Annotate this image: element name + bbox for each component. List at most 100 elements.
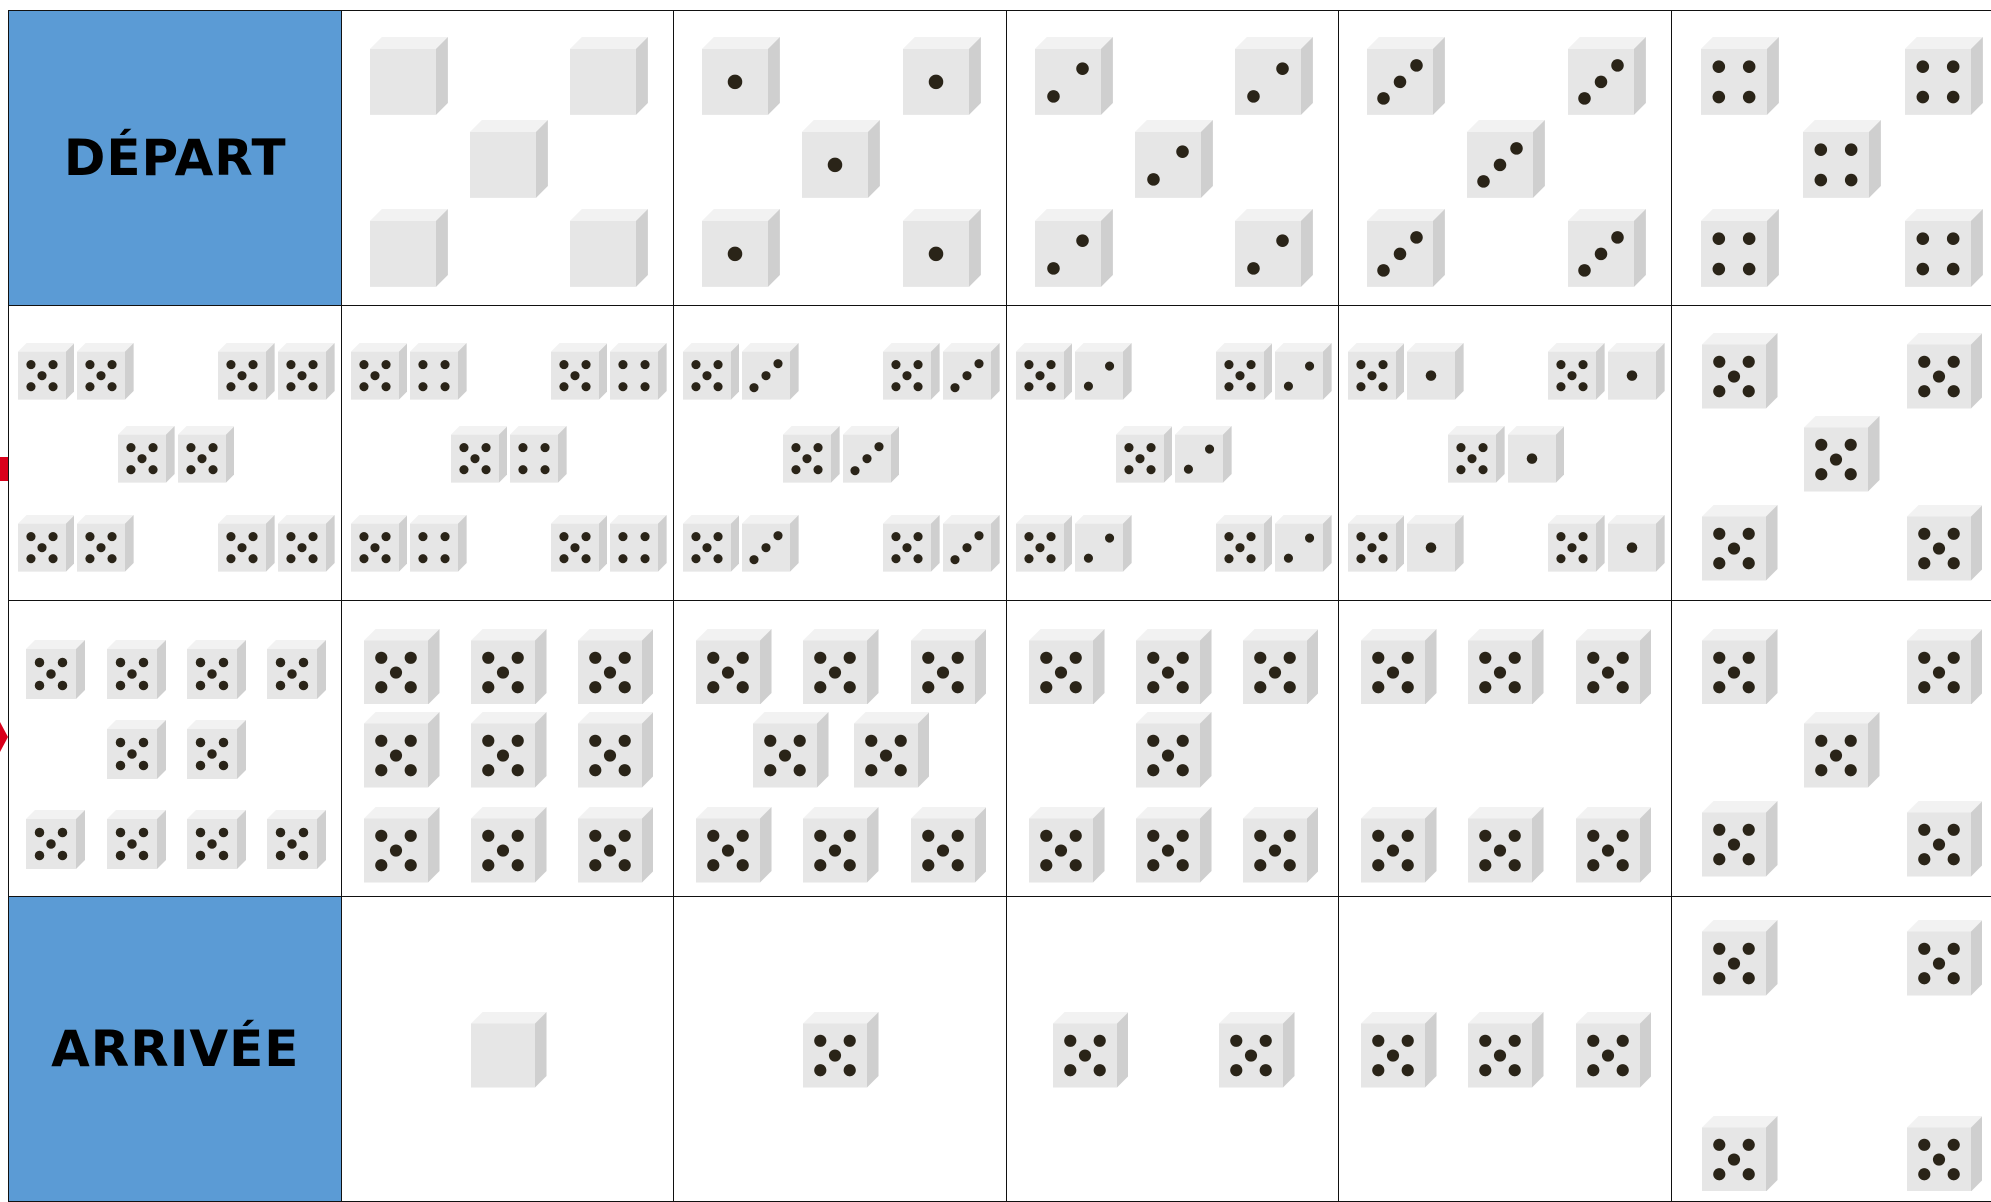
die-pip: [1594, 248, 1607, 261]
die-pip: [1743, 681, 1755, 693]
row-2-cell-2: [341, 305, 675, 602]
die-top-face: [1016, 515, 1073, 524]
die-4-icon: [1905, 37, 1983, 115]
die-top-face: [77, 343, 134, 352]
die-pip: [1146, 443, 1155, 452]
die-pip: [1076, 63, 1089, 76]
die-side-face: [266, 343, 275, 400]
die-top-face: [683, 343, 740, 352]
die-top-face: [551, 515, 608, 524]
die-pip: [58, 681, 68, 691]
row-3-c2-group-5-die-1: [471, 712, 547, 793]
die-4-icon: [510, 426, 567, 483]
die-pip: [880, 749, 892, 761]
die-5-icon: [1907, 801, 1983, 877]
die-pip: [865, 764, 877, 776]
die-pip: [708, 859, 720, 871]
die-top-face: [1568, 37, 1646, 49]
die-top-face: [1075, 515, 1132, 524]
die-pip: [1084, 382, 1093, 391]
die-pip: [127, 465, 136, 474]
die-side-face: [1556, 426, 1565, 483]
row-3-cell-6: [1671, 600, 1991, 898]
die-pip: [115, 827, 125, 837]
die-5-icon: [107, 720, 166, 779]
die-side-face: [535, 807, 547, 883]
die-pip: [1084, 554, 1093, 563]
die-pip: [108, 382, 117, 391]
die-4-icon: [1701, 209, 1779, 287]
die-side-face: [1264, 343, 1273, 400]
die-pip: [589, 681, 601, 693]
row-2-c1-group-4-die-1: [18, 515, 75, 577]
die-top-face: [1275, 343, 1332, 352]
die-pip: [287, 839, 297, 849]
die-2-icon: [1035, 37, 1113, 115]
row-3-c3-group-8-die-1: [911, 807, 987, 888]
die-top-face: [364, 712, 440, 724]
die-pip: [1743, 651, 1755, 663]
row-2-c4-group-4-die-1: [1016, 515, 1073, 577]
die-5-icon: [1448, 426, 1505, 483]
die-pip: [1627, 542, 1638, 553]
die-side-face: [975, 807, 987, 883]
die-top-face: [1468, 629, 1544, 641]
row-1-c4-group-2-die-1: [1235, 37, 1313, 120]
die-pip: [481, 465, 490, 474]
row-3-c2-group-2-die-1: [471, 629, 547, 710]
die-3-icon: [1367, 37, 1445, 115]
die-pip: [1162, 845, 1174, 857]
die-pip: [309, 554, 318, 563]
die-pip: [765, 735, 777, 747]
die-pip: [1377, 264, 1390, 277]
die-pip: [482, 830, 494, 842]
die-pip: [1579, 554, 1588, 563]
die-pip: [541, 465, 550, 474]
row-4-c5-group-1-die-1: [1361, 1012, 1437, 1093]
row-1-c3-group-5-die-1: [903, 209, 981, 292]
die-pip: [512, 681, 524, 693]
die-side-face: [1301, 209, 1313, 287]
die-0-icon: [470, 120, 548, 198]
die-5-icon: [1468, 807, 1544, 883]
die-pip: [1367, 371, 1376, 380]
row-2-c6-group-3-die-1: [1804, 416, 1880, 497]
die-pip: [1743, 1168, 1755, 1180]
die-front-face: [1035, 221, 1101, 287]
row-2-c1-group-1-die-1: [18, 343, 75, 405]
die-front-face: [370, 49, 436, 115]
row-1-c4-group-3-die-1: [1135, 120, 1213, 203]
die-pip: [1947, 263, 1960, 276]
die-side-face: [157, 810, 166, 869]
die-pip: [1378, 554, 1387, 563]
row-2-cell-6: [1671, 305, 1991, 602]
die-side-face: [1425, 807, 1437, 883]
die-side-face: [157, 720, 166, 779]
die-pip: [975, 359, 984, 368]
row-3-c4-group-7-die-1: [1243, 807, 1319, 888]
die-side-face: [458, 343, 467, 400]
die-pip: [219, 761, 229, 771]
die-top-face: [1576, 629, 1652, 641]
die-5-icon: [1216, 343, 1273, 400]
die-pip: [1557, 532, 1566, 541]
die-pip: [1509, 651, 1521, 663]
row-2-c2-group-2-die-1: [551, 343, 608, 405]
die-pip: [405, 735, 417, 747]
die-pip: [441, 532, 450, 541]
die-pip: [892, 554, 901, 563]
die-pip: [1728, 958, 1740, 970]
die-pip: [1587, 859, 1599, 871]
row-1-c5-group-2-die-1: [1568, 37, 1646, 120]
die-side-face: [1640, 807, 1652, 883]
die-pip: [713, 360, 722, 369]
die-pip: [1231, 1064, 1243, 1076]
die-5-icon: [696, 629, 772, 705]
die-pip: [1410, 59, 1423, 72]
die-side-face: [1596, 515, 1605, 572]
die-pip: [1601, 666, 1613, 678]
row-3-c2-group-4-die-1: [364, 712, 440, 793]
die-top-face: [696, 807, 772, 819]
row-2-c3-group-4-die-1: [683, 515, 740, 577]
die-pip: [1260, 1035, 1272, 1047]
